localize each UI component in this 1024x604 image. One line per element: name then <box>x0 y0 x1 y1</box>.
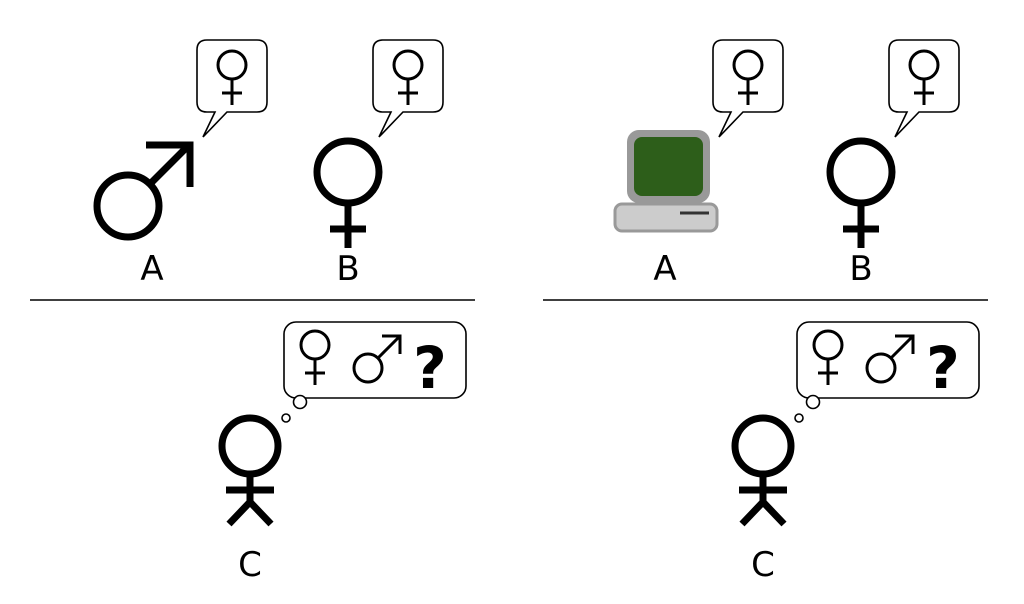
label-c: C <box>751 545 775 585</box>
speech-bubble-b <box>373 40 443 137</box>
speech-bubble-a <box>713 40 783 137</box>
label-b: B <box>336 249 359 289</box>
female-symbol-b <box>830 141 892 248</box>
speech-bubble-b <box>889 40 959 137</box>
speech-bubble-a <box>197 40 267 137</box>
label-c: C <box>238 545 262 585</box>
right-panel: A B ? C <box>543 40 988 585</box>
male-symbol-a <box>93 141 194 241</box>
label-a: A <box>653 249 676 289</box>
left-panel: A B ? C <box>30 40 475 585</box>
female-symbol-b <box>317 141 379 248</box>
question-mark: ? <box>926 334 960 402</box>
computer-icon <box>613 130 719 233</box>
label-b: B <box>849 249 872 289</box>
interrogator-thought <box>30 300 475 524</box>
question-mark: ? <box>413 334 447 402</box>
label-a: A <box>140 249 163 289</box>
interrogator-thought <box>543 300 988 524</box>
